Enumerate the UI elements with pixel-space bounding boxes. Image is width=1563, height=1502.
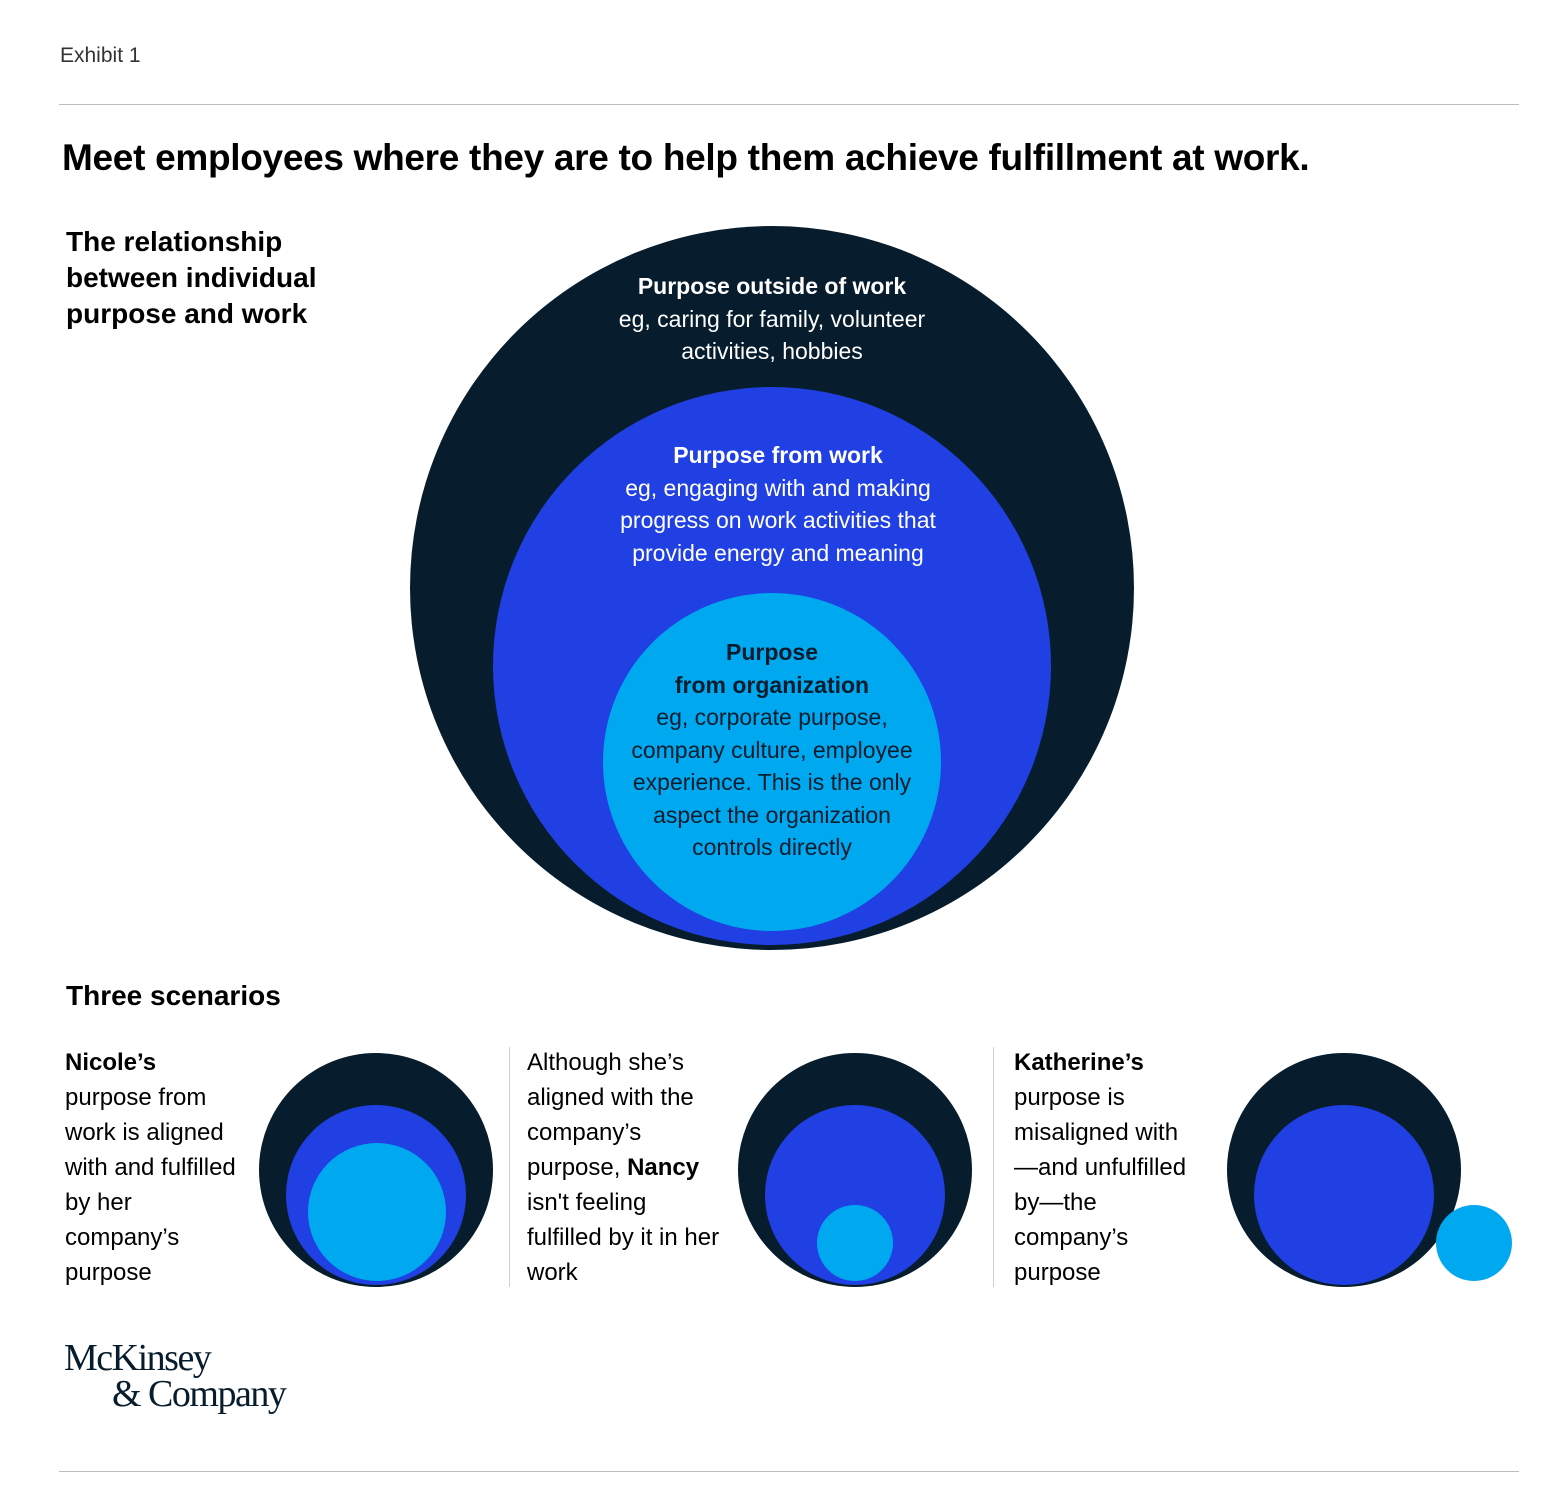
scenario-katherine-text: Katherine’s purpose is misaligned with—a… [1014, 1045, 1199, 1290]
outside-work-desc: eg, caring for family, volunteer activit… [618, 305, 926, 365]
organization-label-line2: from organization [674, 671, 870, 698]
scenario-divider [993, 1047, 994, 1287]
circle-purpose-from-organization [603, 593, 941, 931]
from-work-desc: eg, engaging with and making progress on… [620, 474, 936, 566]
scenario-nancy-text: Although she’s aligned with the company’… [527, 1045, 727, 1290]
relationship-heading: The relationship between individual purp… [66, 226, 317, 329]
scenario-name: Nancy [627, 1154, 700, 1181]
exhibit-label: Exhibit 1 [60, 44, 141, 67]
organization-label-line1: Purpose [725, 639, 819, 665]
from-work-text: Purpose from work eg, engaging with and … [598, 439, 958, 569]
scenario-desc: purpose is misaligned with—and unfulfill… [1014, 1084, 1187, 1286]
mckinsey-logo: McKinsey & Company [64, 1337, 287, 1415]
top-divider [59, 104, 1519, 105]
logo-line1: McKinsey [64, 1337, 212, 1379]
scenario-desc: isn't feeling fulfilled by it in her wor… [527, 1189, 720, 1286]
logo-line2: & Company [112, 1373, 287, 1415]
scenario-nicole-text: Nicole’s purpose from work is aligned wi… [65, 1045, 250, 1290]
scenarios-heading: Three scenarios [66, 980, 281, 1011]
nicole-organization-circle [308, 1143, 446, 1281]
scenario-name: Katherine’s [1014, 1049, 1144, 1076]
scenario-desc: purpose from work is aligned with and fu… [65, 1084, 236, 1286]
outside-work-text: Purpose outside of work eg, caring for f… [592, 270, 952, 368]
from-work-label: Purpose from work [673, 442, 883, 468]
katherine-work-circle [1254, 1105, 1434, 1285]
organization-text: Purpose from organization eg, corporate … [612, 636, 932, 864]
scenario-name: Nicole’s [65, 1049, 157, 1076]
nancy-organization-circle [817, 1205, 893, 1281]
scenario-divider [509, 1047, 510, 1287]
scenario-pre: Although she’s aligned with the company’… [527, 1049, 694, 1181]
katherine-organization-circle [1436, 1205, 1512, 1281]
organization-desc: eg, corporate purpose, company culture, … [631, 704, 913, 860]
bottom-divider [59, 1471, 1519, 1472]
page-title: Meet employees where they are to help th… [62, 137, 1310, 178]
outside-work-label: Purpose outside of work [637, 273, 907, 299]
